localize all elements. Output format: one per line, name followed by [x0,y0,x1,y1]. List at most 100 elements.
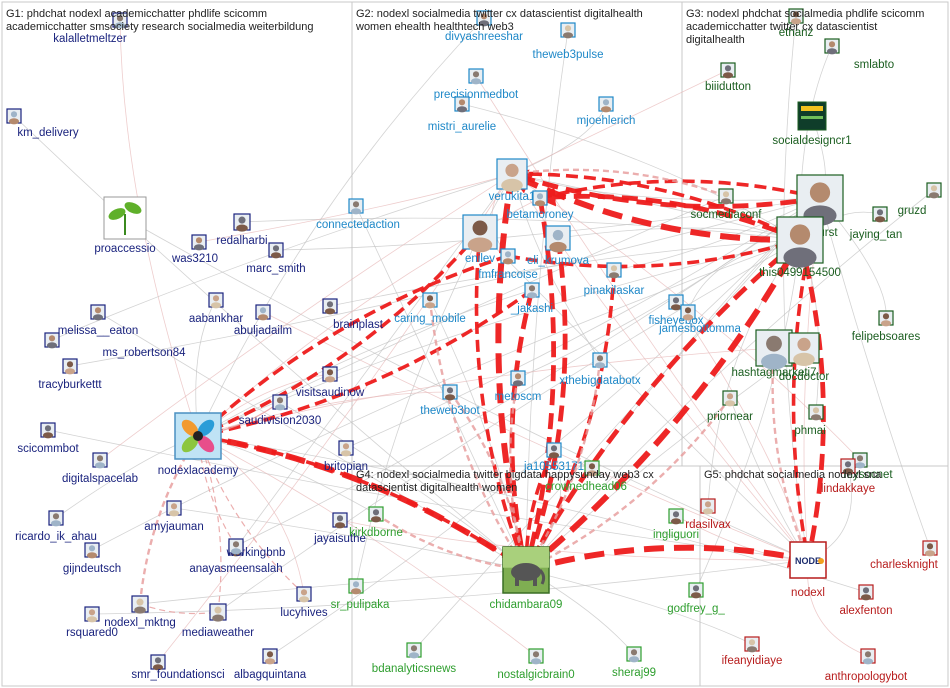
node-divyashreeshar[interactable]: divyashreeshar [445,10,523,43]
node-mjoehlerich[interactable]: mjoehlerich [577,96,636,127]
node-theweb3bot[interactable]: theweb3bot [420,384,481,417]
node-enilev[interactable]: enilev [462,214,498,265]
academy-logo-icon [174,412,222,460]
node-gijndeutsch[interactable]: gijndeutsch [63,542,121,575]
node-charlesknight[interactable]: charlesknight [870,540,939,571]
node-label: hashtagmarketi7 [731,367,816,379]
node-crownedhead06[interactable]: crownedhead06 [545,460,627,493]
node-mysocnet[interactable]: mysocnet [843,452,893,481]
node-mistri-aurelie[interactable]: mistri_aurelie [428,96,496,133]
node-visitsaudinow[interactable]: visitsaudinow [296,366,365,399]
node-saudivision2030[interactable]: saudivision2030 [239,394,321,427]
node-betamoroney[interactable]: betamoroney [506,190,574,221]
node-ifeanyidiaye[interactable]: ifeanyidiaye [722,636,783,667]
node-ms-robertson84[interactable]: ms_robertson84 [44,332,186,359]
node-caring-mobile[interactable]: caring_mobile [394,292,466,325]
node-phmai[interactable]: phmai [794,404,826,437]
node-pinakilaskar[interactable]: pinakilaskar [584,262,645,297]
node-godfrey-g-[interactable]: godfrey_g_ [667,582,725,615]
node-this0499154500[interactable]: this0499154500 [759,216,841,279]
node-rdasilvax[interactable]: rdasilvax [685,498,731,531]
node-priornear[interactable]: priornear [707,390,753,423]
node-ethanz[interactable]: ethanz [779,8,814,39]
node-ingliguori[interactable]: ingliguori [653,508,699,541]
node-ja10553171[interactable]: ja10553171 [523,442,584,473]
elephant-photo-icon [502,546,550,594]
node-britopian[interactable]: britopian [324,440,368,473]
node-label: verukita1 [489,191,536,203]
edge-chidambara09-to-this0499154500 [524,235,803,573]
avatar-icon [84,542,100,559]
node-scicommbot[interactable]: scicommbot [17,422,79,455]
node-verukita1[interactable]: verukita1 [489,158,536,203]
node-ricardo-ik-ahau[interactable]: ricardo_ik_ahau [15,510,97,543]
node-metoscm[interactable]: metoscm [495,370,542,403]
node-albagquintana[interactable]: albagquintana [234,648,307,681]
node-label: fmfrancoise [478,269,537,281]
node-docdoctor[interactable]: docdoctor [779,332,830,383]
node-label: mysocnet [843,469,893,481]
node-abuljadailm[interactable]: abuljadailm [234,304,292,337]
node--jakashi[interactable]: _jakashi [510,282,553,315]
node-nodexl-mktng[interactable]: nodexl_mktng [104,595,176,629]
node-connectedaction[interactable]: connectedaction [316,198,400,231]
node-nostalgicbrain0[interactable]: nostalgicbrain0 [497,648,575,681]
node-rsquared0[interactable]: rsquared0 [66,606,118,639]
node-smlabto[interactable]: smlabto [824,38,894,71]
node-label: brainplast [333,319,384,331]
group-label-g2: women ehealth healthtech web3 [355,21,514,33]
node-bdanalyticsnews[interactable]: bdanalyticsnews [372,642,457,675]
node-redalharbi[interactable]: redalharbi [216,213,268,247]
node-socialdesigncr1[interactable]: socialdesigncr1 [772,101,852,147]
node-digitalspacelab[interactable]: digitalspacelab [62,452,138,485]
node-precisionmedbot[interactable]: precisionmedbot [434,68,519,101]
node-socmediaconf[interactable]: socmediaconf [691,188,763,221]
node-anthropologybot[interactable]: anthropologybot [825,648,908,683]
edge-caring_mobile-to-chidambara09 [428,299,528,573]
node-kalalletmeltzer[interactable]: kalalletmeltzer [53,12,128,45]
node-jaying-tan[interactable]: jaying_tan [849,206,902,241]
node-hashtagmarketi7[interactable]: hashtagmarketi7 [731,329,817,379]
node-theweb3pulse[interactable]: theweb3pulse [533,22,604,61]
node-anayasmeensalah[interactable]: anayasmeensalah [189,538,283,575]
node-melissa--eaton[interactable]: melissa__eaton [58,304,139,337]
node-brainplast[interactable]: brainplast [322,298,384,331]
edge-socmediaconf-to-verukita1 [509,166,727,198]
avatar-icon [48,510,64,527]
node-gruzd[interactable]: gruzd [898,182,942,217]
node-fmfrancoise[interactable]: fmfrancoise [478,248,538,281]
node-alexfenton[interactable]: alexfenton [839,584,893,617]
node-biiidutton[interactable]: biiidutton [705,62,751,93]
node-lindakkaye[interactable]: lindakkaye [821,458,875,495]
node-mediaweather[interactable]: mediaweather [182,603,254,639]
node-aabankhar[interactable]: aabankhar [189,292,244,325]
node-sr-pulipaka[interactable]: sr_pulipaka [331,578,390,611]
node-felipebsoares[interactable]: felipebsoares [852,310,921,343]
node-nodexlacademy[interactable]: nodexlacademy [158,412,239,477]
node-label: saudivision2030 [239,415,321,427]
node-label: smr_foundationsci [131,669,224,681]
node-eli-krumova[interactable]: eli_krumova [527,225,590,267]
avatar-icon [720,62,736,79]
node-smr-foundationsci[interactable]: smr_foundationsci [131,654,225,681]
node-label: metoscm [495,391,542,403]
faint-edge [217,239,801,613]
node-label: godfrey_g_ [667,603,725,615]
node-kirkdborne[interactable]: kirkdborne [349,506,403,539]
node-amyjauman[interactable]: amyjauman [144,500,204,533]
node-sheraj99[interactable]: sheraj99 [612,646,656,679]
node-proaccessio[interactable]: proaccessio [94,196,156,255]
node-jayaisuthe[interactable]: jayaisuthe [313,512,366,545]
node-km-delivery[interactable]: km_delivery [6,108,79,139]
node-xthebigdatabotx[interactable]: xthebigdatabotx [559,352,641,387]
avatar-icon [112,12,128,29]
avatar-icon [922,540,938,557]
node-marc-smith[interactable]: marc_smith [246,242,306,275]
node-was3210[interactable]: was3210 [171,234,218,265]
node-jamesbottomma[interactable]: jamesbottomma [658,304,742,335]
node-label: enilev [465,253,495,265]
node-lucyhives[interactable]: lucyhives [280,586,328,619]
node-chidambara09[interactable]: chidambara09 [490,546,563,611]
node-tracyburkettt[interactable]: tracyburkettt [38,358,102,391]
